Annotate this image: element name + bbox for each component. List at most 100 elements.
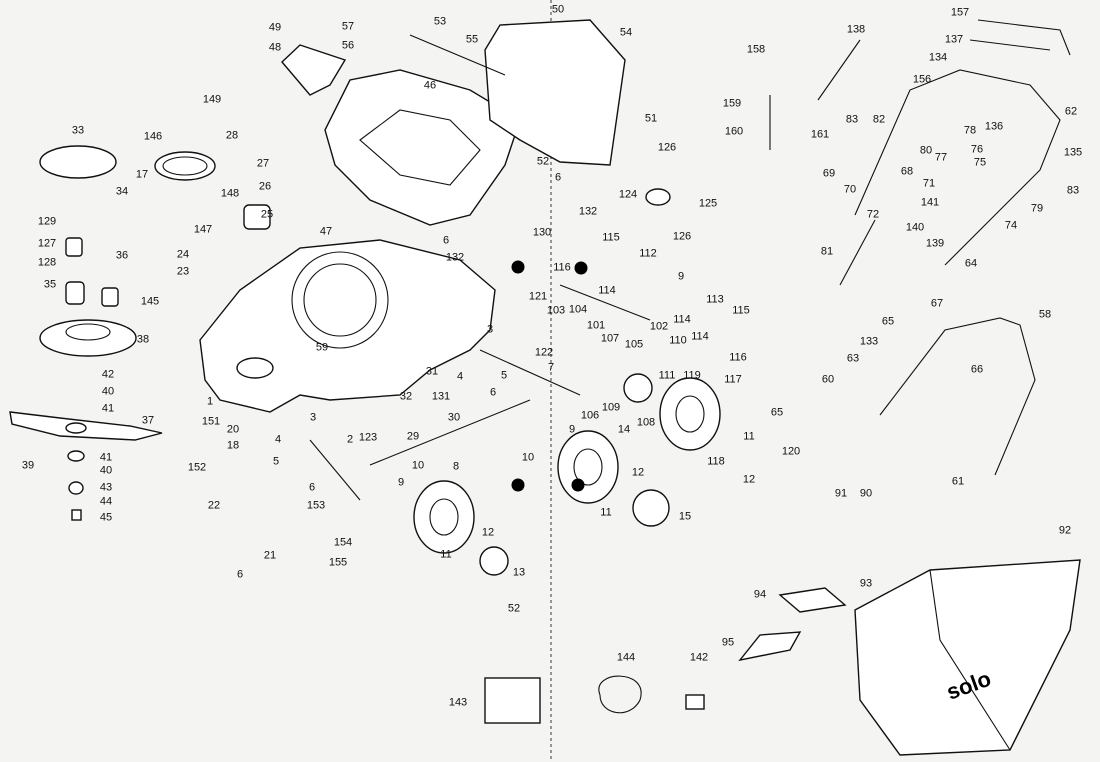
part-number-label: 116: [729, 351, 747, 364]
part-number-label: 146: [143, 130, 163, 143]
part-number-label: 15: [678, 510, 692, 523]
wheel-front-left: [413, 480, 475, 554]
part-number-label: 5: [272, 455, 280, 468]
part-number-label: 1: [206, 395, 214, 408]
part-number-label: 144: [616, 651, 636, 664]
part-number-label: 2: [346, 433, 354, 446]
part-number-label: 111: [658, 369, 676, 382]
part-number-label: 115: [602, 231, 620, 244]
part-number-label: 141: [920, 196, 940, 209]
part-number-label: 147: [193, 223, 213, 236]
bushing: [65, 237, 83, 257]
part-number-label: 139: [925, 237, 945, 250]
part-number-label: 54: [619, 26, 633, 39]
hub-cap: [479, 546, 509, 576]
part-number-label: 72: [866, 208, 880, 221]
part-number-label: 52: [507, 602, 521, 615]
control-bar: [969, 39, 1051, 51]
part-number-label: 41: [99, 451, 113, 464]
battery: [484, 677, 541, 724]
part-number-label: 119: [683, 369, 701, 382]
part-number-label: 78: [963, 124, 977, 137]
rear-guard: [484, 19, 626, 166]
part-number-label: 104: [568, 303, 588, 316]
deflector: [738, 631, 802, 662]
part-number-label: 39: [21, 459, 35, 472]
pulley: [645, 188, 671, 206]
part-number-label: 157: [950, 6, 970, 19]
part-number-label: 109: [601, 401, 621, 414]
part-number-label: 69: [822, 167, 836, 180]
nut: [68, 481, 84, 495]
part-number-label: 92: [1058, 524, 1072, 537]
part-number-label: 20: [226, 423, 240, 436]
part-number-label: 23: [176, 265, 190, 278]
part-number-label: 59: [315, 341, 329, 354]
part-number-label: 11: [743, 430, 755, 443]
part-number-label: 50: [551, 3, 565, 16]
part-number-label: 4: [456, 370, 464, 383]
part-number-label: 28: [225, 129, 239, 142]
part-number-label: 138: [846, 23, 866, 36]
part-number-label: 123: [358, 431, 378, 444]
part-number-label: 80: [919, 144, 933, 157]
part-number-label: 117: [724, 373, 742, 386]
engine-shroud: [324, 69, 521, 226]
part-number-label: 6: [442, 234, 450, 247]
reference-dot: [511, 260, 525, 274]
bolt: [71, 509, 82, 521]
part-number-label: 52: [536, 155, 550, 168]
part-number-label: 49: [268, 21, 282, 34]
part-number-label: 14: [617, 423, 631, 436]
part-number-label: 90: [859, 487, 873, 500]
part-number-label: 13: [512, 566, 526, 579]
part-number-label: 40: [101, 385, 115, 398]
part-number-label: 10: [411, 459, 425, 472]
adapter: [101, 287, 119, 307]
part-number-label: 120: [781, 445, 801, 458]
part-number-label: 10: [521, 451, 535, 464]
part-number-label: 121: [528, 290, 548, 303]
lower-handle: [879, 317, 1036, 476]
part-number-label: 33: [71, 124, 85, 137]
part-number-label: 114: [673, 313, 691, 326]
rear-axle-rod: [409, 34, 506, 76]
hub: [65, 281, 85, 305]
part-number-label: 29: [406, 430, 420, 443]
reference-dot: [571, 478, 585, 492]
washer: [65, 422, 87, 434]
part-number-label: 130: [532, 226, 552, 239]
part-number-label: 24: [176, 248, 190, 261]
part-number-label: 77: [934, 151, 948, 164]
part-number-label: 74: [1004, 219, 1018, 232]
part-number-label: 105: [624, 338, 644, 351]
part-number-label: 116: [553, 261, 571, 274]
washer: [67, 450, 85, 462]
wheel-disc: [623, 373, 653, 403]
linkage-rod: [369, 399, 531, 466]
part-number-label: 112: [639, 247, 657, 260]
deck-boss: [236, 357, 274, 379]
part-number-label: 6: [554, 171, 562, 184]
part-number-label: 5: [500, 369, 508, 382]
part-number-label: 126: [672, 230, 692, 243]
part-number-label: 46: [423, 79, 437, 92]
part-number-label: 154: [333, 536, 353, 549]
part-number-label: 63: [846, 352, 860, 365]
part-number-label: 83: [1066, 184, 1080, 197]
part-number-label: 17: [135, 168, 149, 181]
part-number-label: 22: [207, 499, 221, 512]
part-number-label: 26: [258, 180, 272, 193]
drive-axle: [559, 284, 651, 321]
part-number-label: 45: [99, 511, 113, 524]
part-number-label: 106: [580, 409, 600, 422]
part-number-label: 30: [447, 411, 461, 424]
upper-handle: [854, 69, 1061, 266]
part-number-label: 79: [1030, 202, 1044, 215]
part-number-label: 62: [1064, 105, 1078, 118]
wheel-rear: [659, 377, 721, 451]
part-number-label: 35: [43, 278, 57, 291]
part-number-label: 21: [263, 549, 277, 562]
part-number-label: 128: [37, 256, 57, 269]
